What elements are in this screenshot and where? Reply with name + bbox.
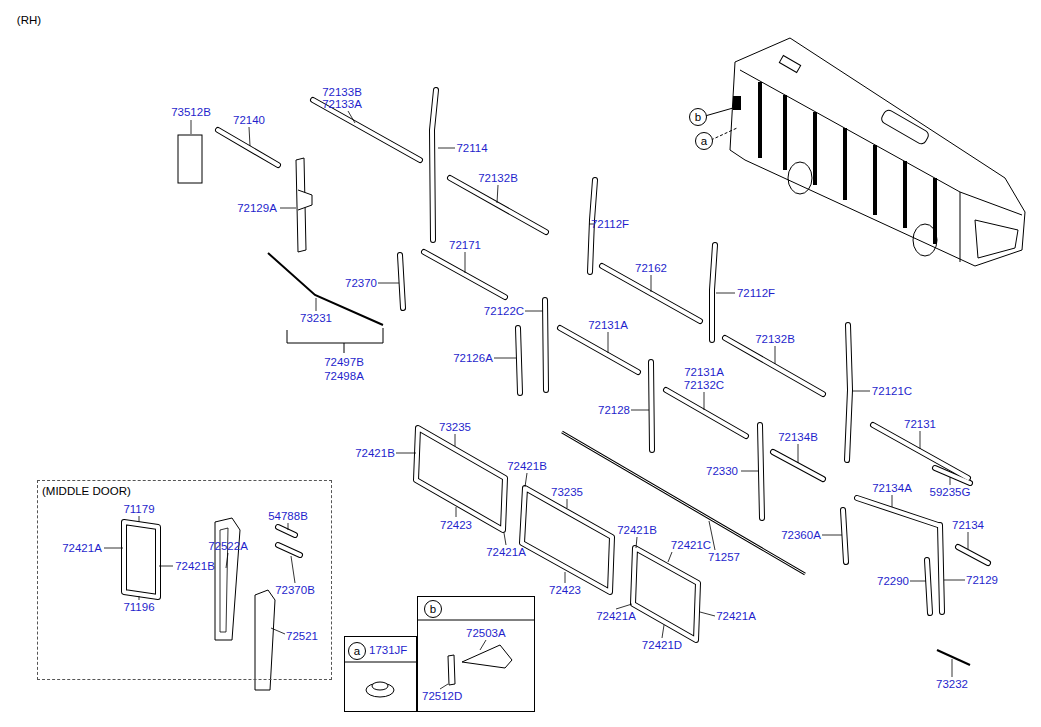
part-number: 72423 (549, 584, 581, 597)
callout-letter: a (354, 645, 360, 658)
part-number: 72126A (453, 352, 493, 365)
part-number: 72134 (952, 519, 984, 532)
part-number: 72421A (716, 610, 756, 623)
part-number: 72360A (781, 529, 821, 542)
part-number: 1731JF (369, 644, 407, 657)
part-number: 72421A (62, 542, 102, 555)
part-number: 72121C (872, 385, 912, 398)
part-number: 72112F (591, 218, 629, 231)
part-number: 72498A (324, 370, 364, 383)
part-number: 72112F (737, 287, 775, 300)
callout-circle: b (424, 600, 442, 618)
part-number: 72131A (588, 319, 628, 332)
view-label: (RH) (17, 14, 41, 27)
part-number: 72421A (486, 546, 526, 559)
part-number: 72140 (233, 114, 265, 127)
part-number: 72128 (598, 404, 630, 417)
part-number: 72132B (755, 333, 795, 346)
part-number: 72129A (237, 202, 277, 215)
part-number: 72171 (449, 239, 481, 252)
part-number: 72134A (872, 482, 912, 495)
part-number: 71257 (708, 551, 740, 564)
part-number: 59235G (930, 486, 971, 499)
part-number: 73235 (439, 421, 471, 434)
callout-letter: b (695, 111, 701, 124)
part-number: 72134B (778, 431, 818, 444)
part-number: 71196 (123, 601, 154, 614)
part-number: 72421D (642, 639, 682, 652)
part-number: 72122C (484, 305, 524, 318)
part-number: 72132C (684, 379, 724, 392)
part-number: 73235 (551, 486, 583, 499)
part-number: 71179 (123, 503, 154, 516)
part-number: 72503A (466, 627, 506, 640)
callout-circle: a (348, 642, 366, 660)
part-number: 72370 (345, 277, 377, 290)
part-number: 72114 (456, 142, 487, 155)
part-number: 72129 (966, 574, 998, 587)
callout-circle: a (695, 132, 713, 150)
inset-panel: 1731JF a (344, 636, 417, 712)
part-number: 72162 (635, 262, 667, 275)
part-number: 72421A (596, 610, 636, 623)
part-number: 72423 (440, 519, 472, 532)
part-number: 72290 (877, 575, 909, 588)
part-number: 72421B (507, 460, 547, 473)
inset-panel: 72503A 72512D b (417, 596, 535, 712)
part-number: 72330 (706, 465, 738, 478)
part-number: 72421B (355, 447, 395, 460)
part-number: 72133B (322, 86, 362, 99)
part-number: 72497B (324, 356, 364, 369)
part-number: 73232 (936, 678, 968, 691)
detail-group-box: (MIDDLE DOOR) (37, 480, 332, 680)
part-number: 73512B (171, 106, 211, 119)
group-title: (MIDDLE DOOR) (42, 485, 131, 498)
part-number: 72131A (684, 366, 724, 379)
part-number: 72133A (322, 98, 362, 111)
part-number: 72370B (275, 584, 315, 597)
callout-letter: b (430, 603, 436, 616)
part-number: 72421B (617, 524, 657, 537)
part-number: 72421C (671, 539, 711, 552)
part-number: 72132B (478, 172, 518, 185)
callout-circle: b (689, 108, 707, 126)
part-number: 54788B (268, 510, 308, 523)
callout-letter: a (701, 135, 707, 148)
part-number: 73231 (300, 312, 332, 325)
part-number: 72522A (208, 540, 248, 553)
part-number: 72131 (904, 418, 936, 431)
part-number: 72521 (286, 630, 318, 643)
part-number: 72512D (422, 690, 462, 703)
part-number: 72421B (175, 560, 215, 573)
